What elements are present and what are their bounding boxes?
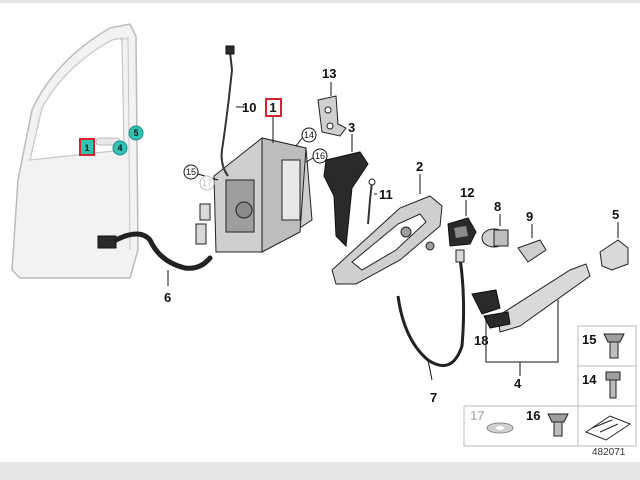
callout-9: 9 [526, 209, 533, 224]
top-rule [0, 0, 640, 3]
part-3-bracket [323, 151, 369, 248]
svg-text:17: 17 [470, 408, 484, 423]
callout-2: 2 [416, 159, 423, 174]
callout-12: 12 [460, 185, 474, 200]
callout-5: 5 [612, 207, 619, 222]
svg-text:1: 1 [84, 143, 89, 153]
svg-text:17: 17 [202, 178, 212, 188]
callout-3: 3 [348, 120, 355, 135]
part-4-handle [471, 263, 591, 333]
lock-callout-1[interactable]: 1 [265, 98, 282, 117]
footer-bar [0, 462, 640, 480]
callout-7: 7 [430, 390, 437, 405]
callout-13: 13 [322, 66, 336, 81]
svg-text:4: 4 [117, 143, 122, 153]
svg-text:16: 16 [526, 408, 540, 423]
legend-box [463, 325, 637, 447]
part-11-rod [367, 178, 376, 225]
door-outline [11, 23, 139, 279]
part-13-striker [317, 95, 347, 137]
svg-text:5: 5 [133, 128, 138, 138]
svg-text:1: 1 [269, 100, 276, 115]
legend-arrow-icon [584, 415, 632, 441]
legend-item-17[interactable]: 17 [470, 408, 514, 434]
callout-6: 6 [164, 290, 171, 305]
svg-text:15: 15 [186, 167, 196, 177]
svg-text:14: 14 [582, 372, 597, 387]
part-8-lock-cylinder [481, 228, 509, 248]
legend-item-14[interactable]: 14 [582, 371, 621, 399]
door-callout-5[interactable]: 5 [128, 125, 144, 141]
legend-item-16[interactable]: 16 [526, 408, 569, 437]
callout-11: 11 [379, 187, 393, 202]
part-1-door-lock [199, 45, 313, 253]
door-callout-4[interactable]: 4 [112, 140, 128, 156]
legend-item-15[interactable]: 15 [582, 332, 625, 359]
callout-16-circle[interactable]: 16 [312, 148, 328, 164]
callout-18: 18 [474, 333, 488, 348]
callout-14-circle[interactable]: 14 [301, 127, 317, 143]
svg-text:14: 14 [304, 130, 314, 140]
callout-4: 4 [514, 376, 522, 391]
svg-text:16: 16 [315, 151, 325, 161]
part-6-wiring [97, 223, 213, 286]
part-12-gasket [447, 217, 477, 247]
callout-17-circle[interactable]: 17 [199, 175, 215, 191]
part-7-cable [396, 249, 466, 381]
part-2-handle-carrier [331, 195, 443, 285]
part-5-cap [599, 239, 629, 271]
callout-15-circle[interactable]: 15 [183, 164, 199, 180]
door-callout-1[interactable]: 1 [79, 138, 95, 156]
svg-text:15: 15 [582, 332, 596, 347]
callout-8: 8 [494, 199, 501, 214]
callout-10: 10 [242, 100, 256, 115]
drawing-number: 482071 [592, 447, 626, 458]
part-9-bracket [517, 239, 547, 263]
